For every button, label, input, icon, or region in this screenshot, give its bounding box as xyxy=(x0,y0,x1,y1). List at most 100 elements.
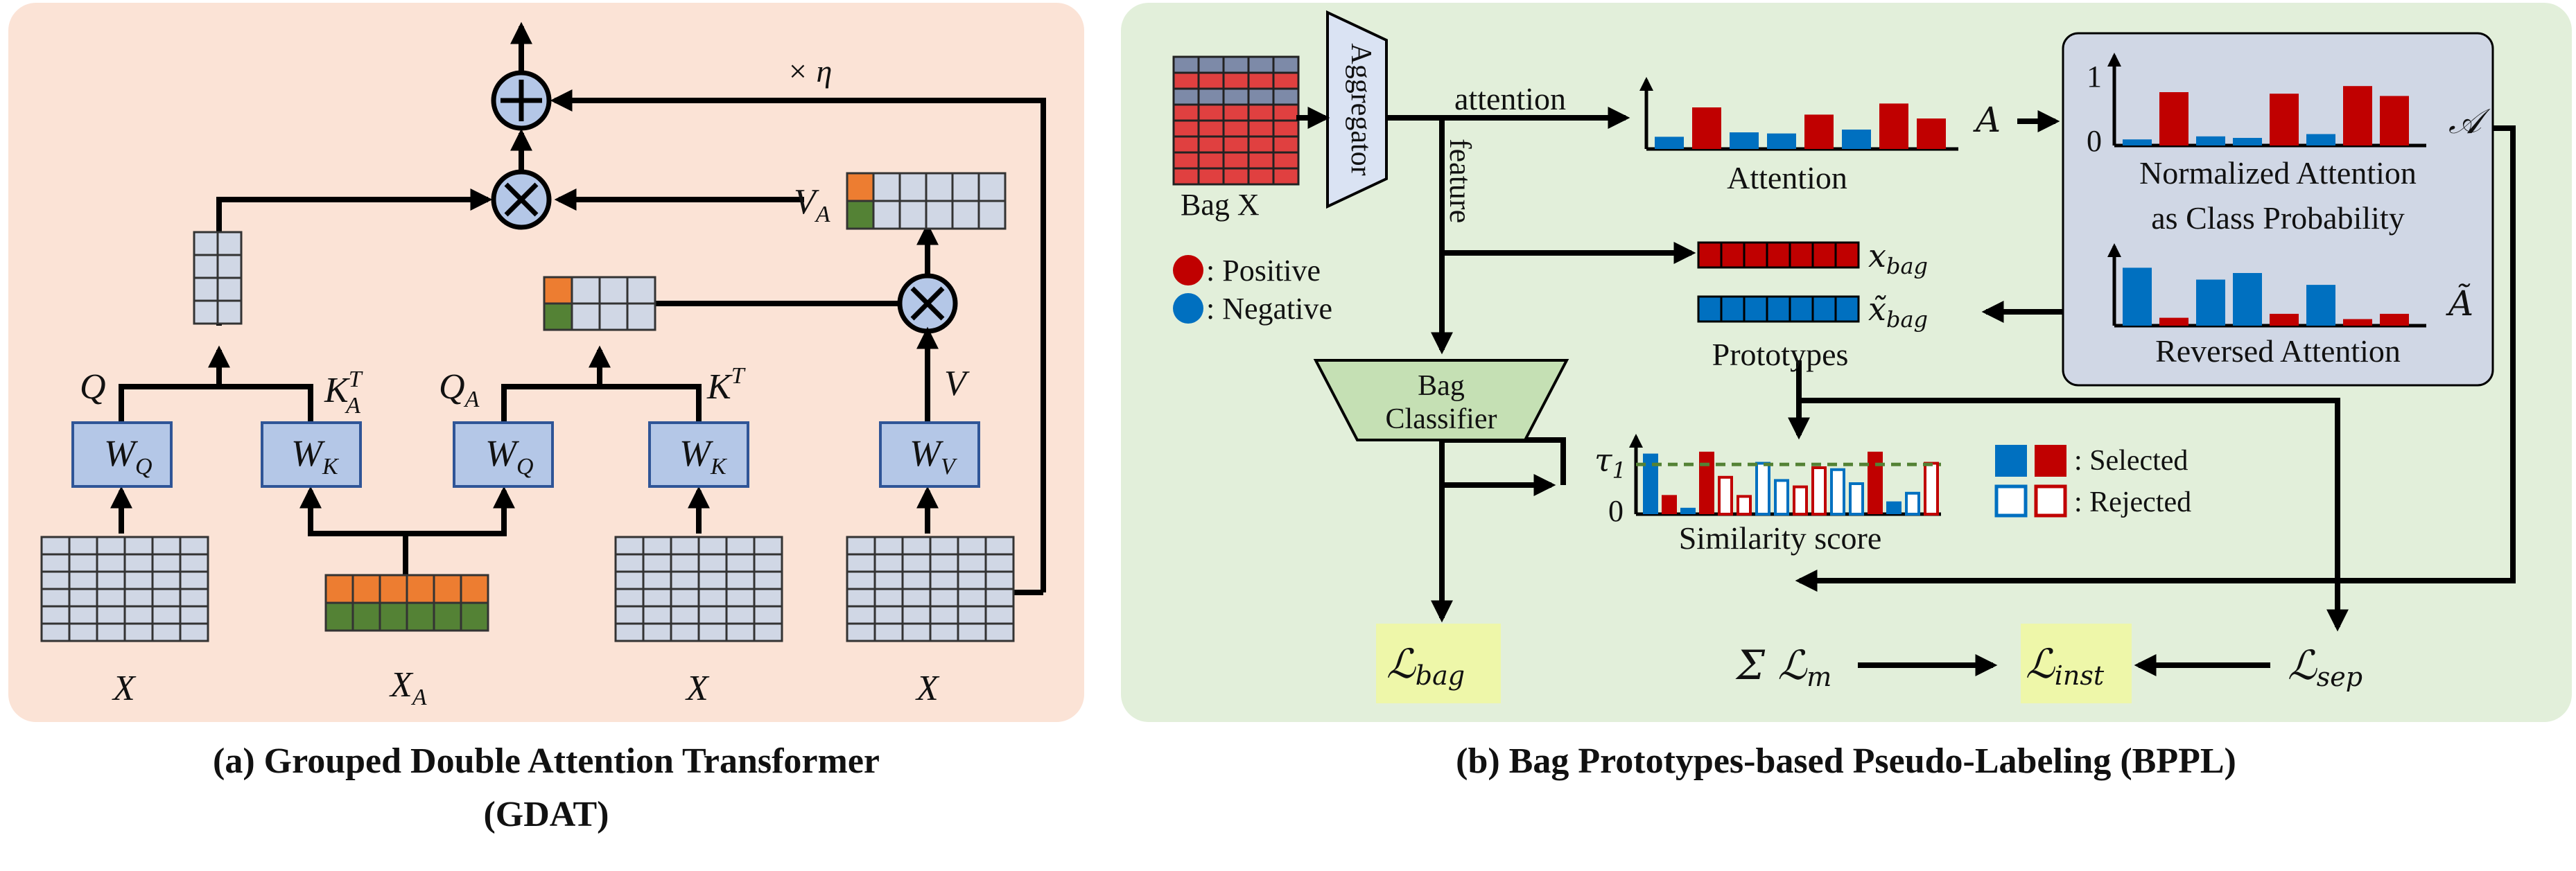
matrix-cell xyxy=(697,622,728,642)
matrix-cell xyxy=(1272,167,1300,186)
matrix-cell xyxy=(984,605,1015,625)
similarity-bar-rejected xyxy=(1718,475,1733,516)
matrix-cell xyxy=(642,622,672,642)
matrix-cell xyxy=(725,570,756,590)
matrix-cell xyxy=(957,588,987,608)
matrix-cell xyxy=(460,601,489,632)
matrix-cell xyxy=(1272,87,1300,106)
matrix-cell xyxy=(123,536,154,556)
matrix-cell xyxy=(951,200,980,230)
matrix-cell xyxy=(96,570,126,590)
matrix-cell xyxy=(351,574,381,604)
matrix-cell xyxy=(846,200,875,230)
matrix-cell xyxy=(846,553,876,573)
matrix-cell xyxy=(642,553,672,573)
matrix-cell xyxy=(1834,295,1860,323)
reversed-attention-chart xyxy=(2107,243,2426,328)
matrix-cell xyxy=(697,570,728,590)
matrix-cell xyxy=(925,172,954,202)
matrix-cell xyxy=(598,302,629,331)
x-label-1: X xyxy=(112,669,137,708)
svg-text:WV: WV xyxy=(910,432,958,480)
input-matrix-x-1 xyxy=(40,536,209,642)
matrix-cell xyxy=(873,570,904,590)
matrix-cell xyxy=(1247,103,1275,122)
chart-bar xyxy=(2196,136,2225,146)
input-matrix-x-3 xyxy=(846,536,1015,642)
matrix-cell xyxy=(873,553,904,573)
chart-bar xyxy=(2233,273,2262,326)
matrix-cell xyxy=(1272,135,1300,154)
similarity-bar-rejected xyxy=(1755,461,1770,516)
similarity-zero-label: 0 xyxy=(1608,494,1624,528)
add-operator xyxy=(491,70,552,131)
matrix-cell xyxy=(1247,71,1275,90)
chart-bar xyxy=(1879,103,1908,149)
chart-bar xyxy=(1804,114,1834,149)
feature-arrow-label: feature xyxy=(1443,139,1477,223)
matrix-cell xyxy=(40,588,71,608)
chart-bar xyxy=(2306,134,2335,146)
matrix-cell xyxy=(846,172,875,202)
matrix-cell xyxy=(433,574,462,604)
matrix-cell xyxy=(1789,295,1814,323)
matrix-cell xyxy=(123,588,154,608)
matrix-cell xyxy=(193,231,219,256)
similarity-bar-selected xyxy=(1662,495,1677,514)
matrix-cell xyxy=(957,536,987,556)
matrix-cell xyxy=(123,622,154,642)
matrix-cell xyxy=(1743,295,1768,323)
matrix-cell xyxy=(1172,135,1200,154)
svg-text:Bag: Bag xyxy=(1418,370,1465,402)
matrix-cell xyxy=(179,536,209,556)
chart-bar xyxy=(2343,319,2372,326)
matrix-cell xyxy=(1247,55,1275,74)
matrix-cell xyxy=(1789,241,1814,269)
chart-bar xyxy=(1730,132,1759,149)
chart-bar xyxy=(1767,133,1796,149)
rejected-blue-swatch xyxy=(1994,484,2028,518)
matrix-cell xyxy=(984,622,1015,642)
normalized-attention-chart xyxy=(2107,53,2426,148)
matrix-cell xyxy=(873,622,904,642)
similarity-bar-rejected xyxy=(1924,461,1939,516)
matrix-cell xyxy=(179,605,209,625)
matrix-cell xyxy=(697,553,728,573)
matrix-cell xyxy=(725,588,756,608)
attention-chart xyxy=(1639,77,1958,151)
matrix-cell xyxy=(1766,295,1791,323)
similarity-bar-selected xyxy=(1886,501,1901,514)
chart-bar xyxy=(2196,279,2225,326)
similarity-bar-selected xyxy=(1868,451,1883,514)
eta-label: × η xyxy=(787,53,832,89)
matrix-cell xyxy=(1766,241,1791,269)
matrix-cell xyxy=(1222,119,1250,138)
svg-text:WQ: WQ xyxy=(104,432,153,480)
reversed-bag-feature-vector xyxy=(1697,295,1860,323)
svg-text:WQ: WQ xyxy=(485,432,534,480)
chart-bar xyxy=(2123,139,2152,146)
sum-lm-label: Σ ℒm xyxy=(1735,642,1831,692)
matrix-cell xyxy=(68,536,98,556)
matrix-cell xyxy=(68,605,98,625)
va-label: VA xyxy=(794,182,830,227)
matrix-cell xyxy=(571,302,601,331)
matrix-cell xyxy=(670,536,700,556)
matrix-cell xyxy=(68,622,98,642)
similarity-bar-selected xyxy=(1643,453,1658,514)
x-tilde-bag-label: x̃bag xyxy=(1868,290,1928,333)
wk-box-1: WK xyxy=(261,421,362,488)
matrix-cell xyxy=(614,622,645,642)
instance-loss: ℒinst xyxy=(2021,624,2132,703)
negative-label: : Negative xyxy=(1206,292,1332,326)
matrix-cell xyxy=(543,302,573,331)
similarity-bar-selected xyxy=(1680,507,1696,514)
multiply-operator-right xyxy=(897,273,958,334)
caption-b: (b) Bag Prototypes-based Pseudo-Labeling… xyxy=(1456,741,2236,781)
matrix-cell xyxy=(96,622,126,642)
matrix-cell xyxy=(846,536,876,556)
normalized-caption-2: as Class Probability xyxy=(2151,200,2404,236)
matrix-cell xyxy=(846,570,876,590)
matrix-cell xyxy=(898,200,928,230)
